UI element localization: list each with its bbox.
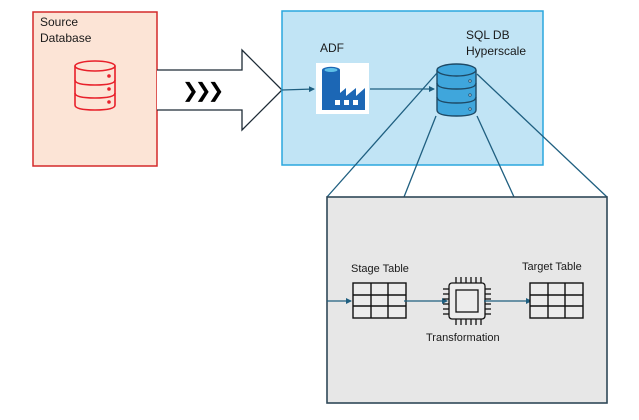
adf-label: ADF: [320, 41, 344, 55]
source-database-label-line2: Database: [40, 31, 92, 45]
target-table-icon[interactable]: [529, 282, 584, 319]
processor-chip-icon[interactable]: [443, 277, 491, 325]
sql-db-label-line2: Hyperscale: [466, 44, 527, 58]
source-database-icon: [74, 60, 116, 111]
sql-database-icon[interactable]: [436, 63, 477, 117]
stage-table-label: Stage Table: [351, 263, 409, 275]
source-database-label-line1: Source: [40, 15, 79, 29]
source-database-box[interactable]: [32, 11, 158, 167]
data-factory-icon[interactable]: [316, 63, 369, 114]
stage-table-icon[interactable]: [352, 282, 407, 319]
target-table-label: Target Table: [522, 261, 582, 273]
sql-db-label-line1: SQL DB: [466, 28, 510, 42]
connector-arrow-to-adf: [281, 86, 315, 93]
transformation-label: Transformation: [426, 332, 500, 344]
transfer-chevrons-icon: ❯❯❯: [182, 78, 224, 102]
zoom-connector-lines: [326, 72, 608, 198]
